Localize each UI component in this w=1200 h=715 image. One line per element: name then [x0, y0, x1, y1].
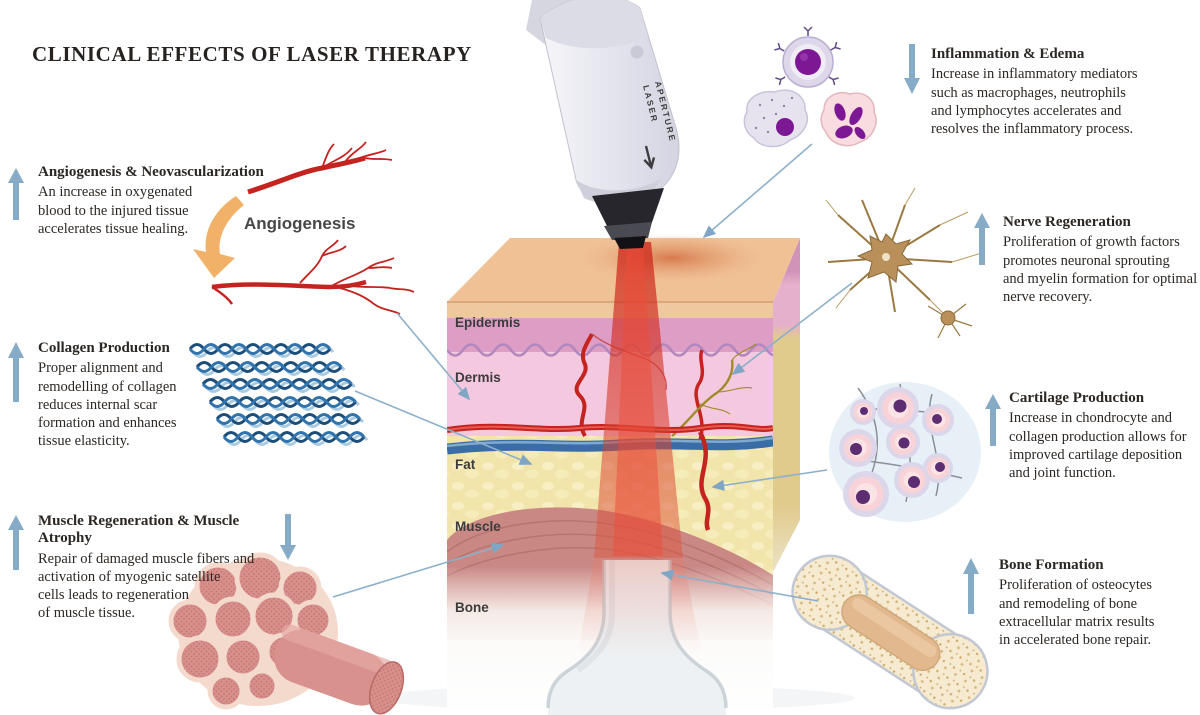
up-arrow-icon: [8, 515, 24, 570]
up-arrow-icon: [8, 342, 24, 402]
bone-illustration: [791, 554, 989, 710]
layer-label-epidermis: Epidermis: [455, 315, 521, 330]
orange-curved-arrow-icon: [193, 196, 244, 278]
connector-nerve: [731, 282, 853, 375]
effect-nerve: Nerve Regeneration Proliferation of grow…: [1003, 214, 1198, 306]
effect-inflammation: Inflammation & Edema Increase in inflamm…: [931, 46, 1176, 138]
epidermis-layer: [447, 318, 773, 352]
inflammation-cells-illustration: [743, 26, 877, 148]
down-arrow-icon: [280, 514, 296, 560]
laser-tip: [592, 188, 664, 232]
effect-muscle: Muscle Regeneration & Muscle Atrophy Rep…: [38, 513, 288, 623]
effect-body: Proper alignment and remodelling of coll…: [38, 360, 177, 450]
neutrophil: [820, 92, 877, 147]
laser-beam: [578, 242, 702, 655]
effect-body: Repair of damaged muscle fibers and acti…: [38, 550, 255, 622]
connector-angiogenesis: [396, 312, 471, 401]
neuron-illustration: [825, 187, 986, 339]
effect-title: Cartilage Production: [1009, 390, 1145, 406]
effect-title: Angiogenesis & Neovascularization: [38, 164, 264, 180]
connector-collagen: [354, 390, 533, 465]
connector-muscle: [332, 542, 505, 598]
effect-bone: Bone Formation Proliferation of osteocyt…: [999, 557, 1199, 649]
up-arrow-icon: [8, 168, 24, 220]
effect-angiogenesis: Angiogenesis & Neovascularization An inc…: [38, 164, 278, 238]
effect-title: Nerve Regeneration: [1003, 214, 1131, 230]
effect-title: Bone Formation: [999, 557, 1104, 573]
layer-label-fat: Fat: [455, 457, 476, 472]
page-title: CLINICAL EFFECTS OF LASER THERAPY: [32, 42, 472, 66]
layer-label-muscle: Muscle: [455, 519, 501, 534]
skin-surface-cut: [447, 302, 773, 318]
effect-collagen: Collagen Production Proper alignment and…: [38, 340, 248, 451]
connector-bone: [660, 569, 819, 602]
muscle-cross-section-illustration: [168, 552, 405, 715]
muscle-fiber-bundle: [273, 624, 405, 715]
layer-label-bone: Bone: [455, 600, 489, 615]
macrophage: [743, 89, 809, 148]
erythema-spot: [580, 234, 764, 282]
connector-cartilage: [711, 469, 828, 491]
up-arrow-icon: [985, 394, 1001, 446]
connector-arrows: [332, 143, 853, 602]
laser-handpiece: LASER APERTURE: [526, 0, 680, 249]
angiogenesis-vessels-illustration: [211, 141, 415, 315]
chondrocytes-illustration: [829, 382, 981, 522]
effect-title: Inflammation & Edema: [931, 46, 1085, 62]
chondrocyte-cells: [839, 387, 954, 517]
up-arrow-icon: [974, 213, 990, 265]
aperture-arrow-icon: [643, 145, 656, 170]
lymphocyte: [774, 26, 841, 88]
effect-body: Proliferation of osteocytes and remodeli…: [999, 577, 1155, 649]
effect-title: Collagen Production: [38, 340, 170, 356]
layer-label-dermis: Dermis: [455, 370, 501, 385]
effect-title: Muscle Regeneration & Muscle Atrophy: [38, 513, 240, 547]
effect-body: Increase in chondrocyte and collagen pro…: [1009, 410, 1187, 482]
effect-body: Proliferation of growth factors promotes…: [1003, 234, 1198, 306]
connector-inflammation: [702, 143, 813, 239]
effect-body: Increase in inflammatory mediators such …: [931, 66, 1138, 138]
down-arrow-icon: [904, 44, 920, 94]
effect-body: An increase in oxygenated blood to the i…: [38, 184, 193, 237]
up-arrow-icon: [963, 558, 979, 614]
angiogenesis-caption: Angiogenesis: [244, 214, 356, 233]
effect-cartilage: Cartilage Production Increase in chondro…: [1009, 390, 1199, 482]
small-neuron: [927, 303, 973, 339]
